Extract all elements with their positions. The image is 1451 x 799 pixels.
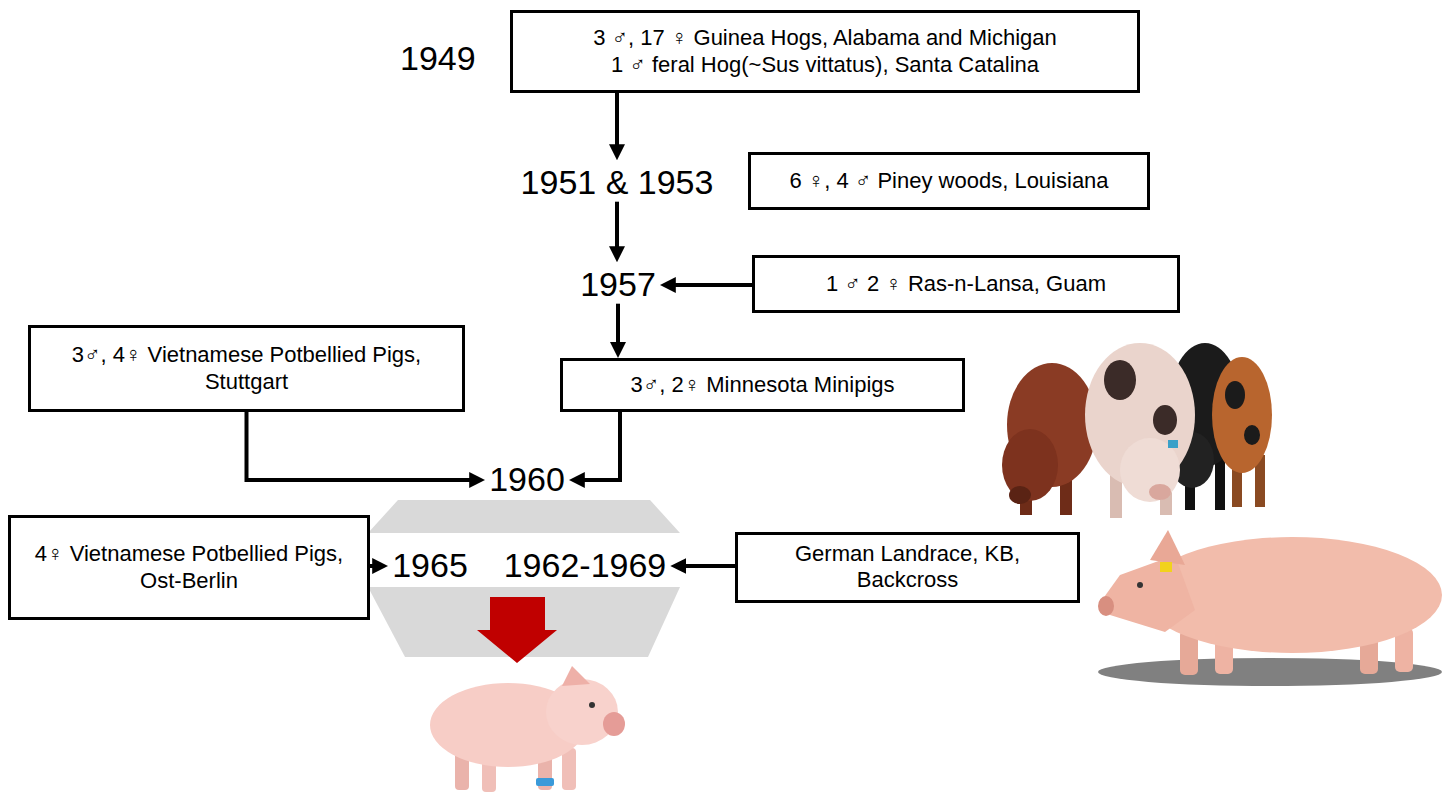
pig-spot [1244,425,1260,445]
year-label: 1949 [400,40,476,77]
node-text: German Landrace, KB, Backcross [750,541,1065,594]
source-box: 6 ♀, 4 ♂ Piney woods, Louisiana [748,152,1150,210]
pig-spot [1153,405,1177,435]
pig-ear [1150,530,1185,565]
node-text: 1957 [580,266,656,303]
node-text: 4♀ Vietnamese Potbellied Pigs, Ost-Berli… [23,541,355,594]
pig-head [1002,429,1058,501]
node-text: 1960 [489,461,565,498]
year-node: 1965 [392,547,468,584]
pig-snout [1009,486,1031,504]
ear-tag [1168,440,1178,448]
arrow-connector [581,412,620,480]
source-box: 3♂, 4♀ Vietnamese Potbellied Pigs, Stutt… [28,325,465,412]
arrow-connector [247,412,474,480]
node-text: 3♂, 4♀ Vietnamese Potbellied Pigs, Stutt… [43,342,450,395]
pig-head [1102,555,1195,632]
year-node: 1957 [580,266,656,303]
year-node: 1951 & 1953 [521,164,714,201]
pig-head [1120,438,1180,502]
pig-body [1212,357,1272,473]
pig-spot [1104,360,1136,400]
source-box: 1 ♂ 2 ♀ Ras-n-Lansa, Guam [752,255,1180,313]
source-box: 3 ♂, 17 ♀ Guinea Hogs, Alabama and Michi… [510,10,1140,93]
node-text: 3 ♂, 17 ♀ Guinea Hogs, Alabama and Michi… [593,25,1057,51]
year-node: 1962-1969 [504,547,667,584]
landrace-picture [1098,530,1442,686]
node-text: 1 ♂ 2 ♀ Ras-n-Lansa, Guam [826,271,1106,297]
source-box: German Landrace, KB, Backcross [735,532,1080,603]
pig-leg [562,748,576,790]
node-text: 1951 & 1953 [521,164,714,201]
minipigs-picture [1002,343,1272,518]
year-node: 1960 [489,461,565,498]
piglet-picture [430,666,625,792]
node-text: 1 ♂ feral Hog(~Sus vittatus), Santa Cata… [611,52,1039,78]
arrow-connector [370,564,376,568]
arrow-connector [615,202,619,251]
pig-snout [603,712,625,736]
arrow-connector [672,283,752,287]
pig-snout [1149,484,1171,500]
source-box: 4♀ Vietnamese Potbellied Pigs, Ost-Berli… [8,515,370,620]
node-text: 6 ♀, 4 ♂ Piney woods, Louisiana [789,168,1108,194]
result-arrow [477,597,557,663]
pig-shadow [1098,658,1442,686]
arrow-connector [615,93,619,148]
pig-spot [1225,381,1245,409]
node-text: 1962-1969 [504,547,667,584]
pig-ear [562,666,590,686]
pig-eye [1137,582,1143,588]
pig-snout [1098,596,1114,616]
pig-head [546,679,618,745]
arrow-connector [616,304,620,346]
funnel-band [368,500,680,533]
node-text: 3♂, 2♀ Minnesota Minipigs [630,372,894,398]
leg-tag [536,778,554,786]
pig-eye [589,702,595,708]
source-box: 3♂, 2♀ Minnesota Minipigs [560,358,965,412]
arrow-connector [682,564,735,568]
node-text: 1965 [392,547,468,584]
ear-tag [1160,562,1172,572]
